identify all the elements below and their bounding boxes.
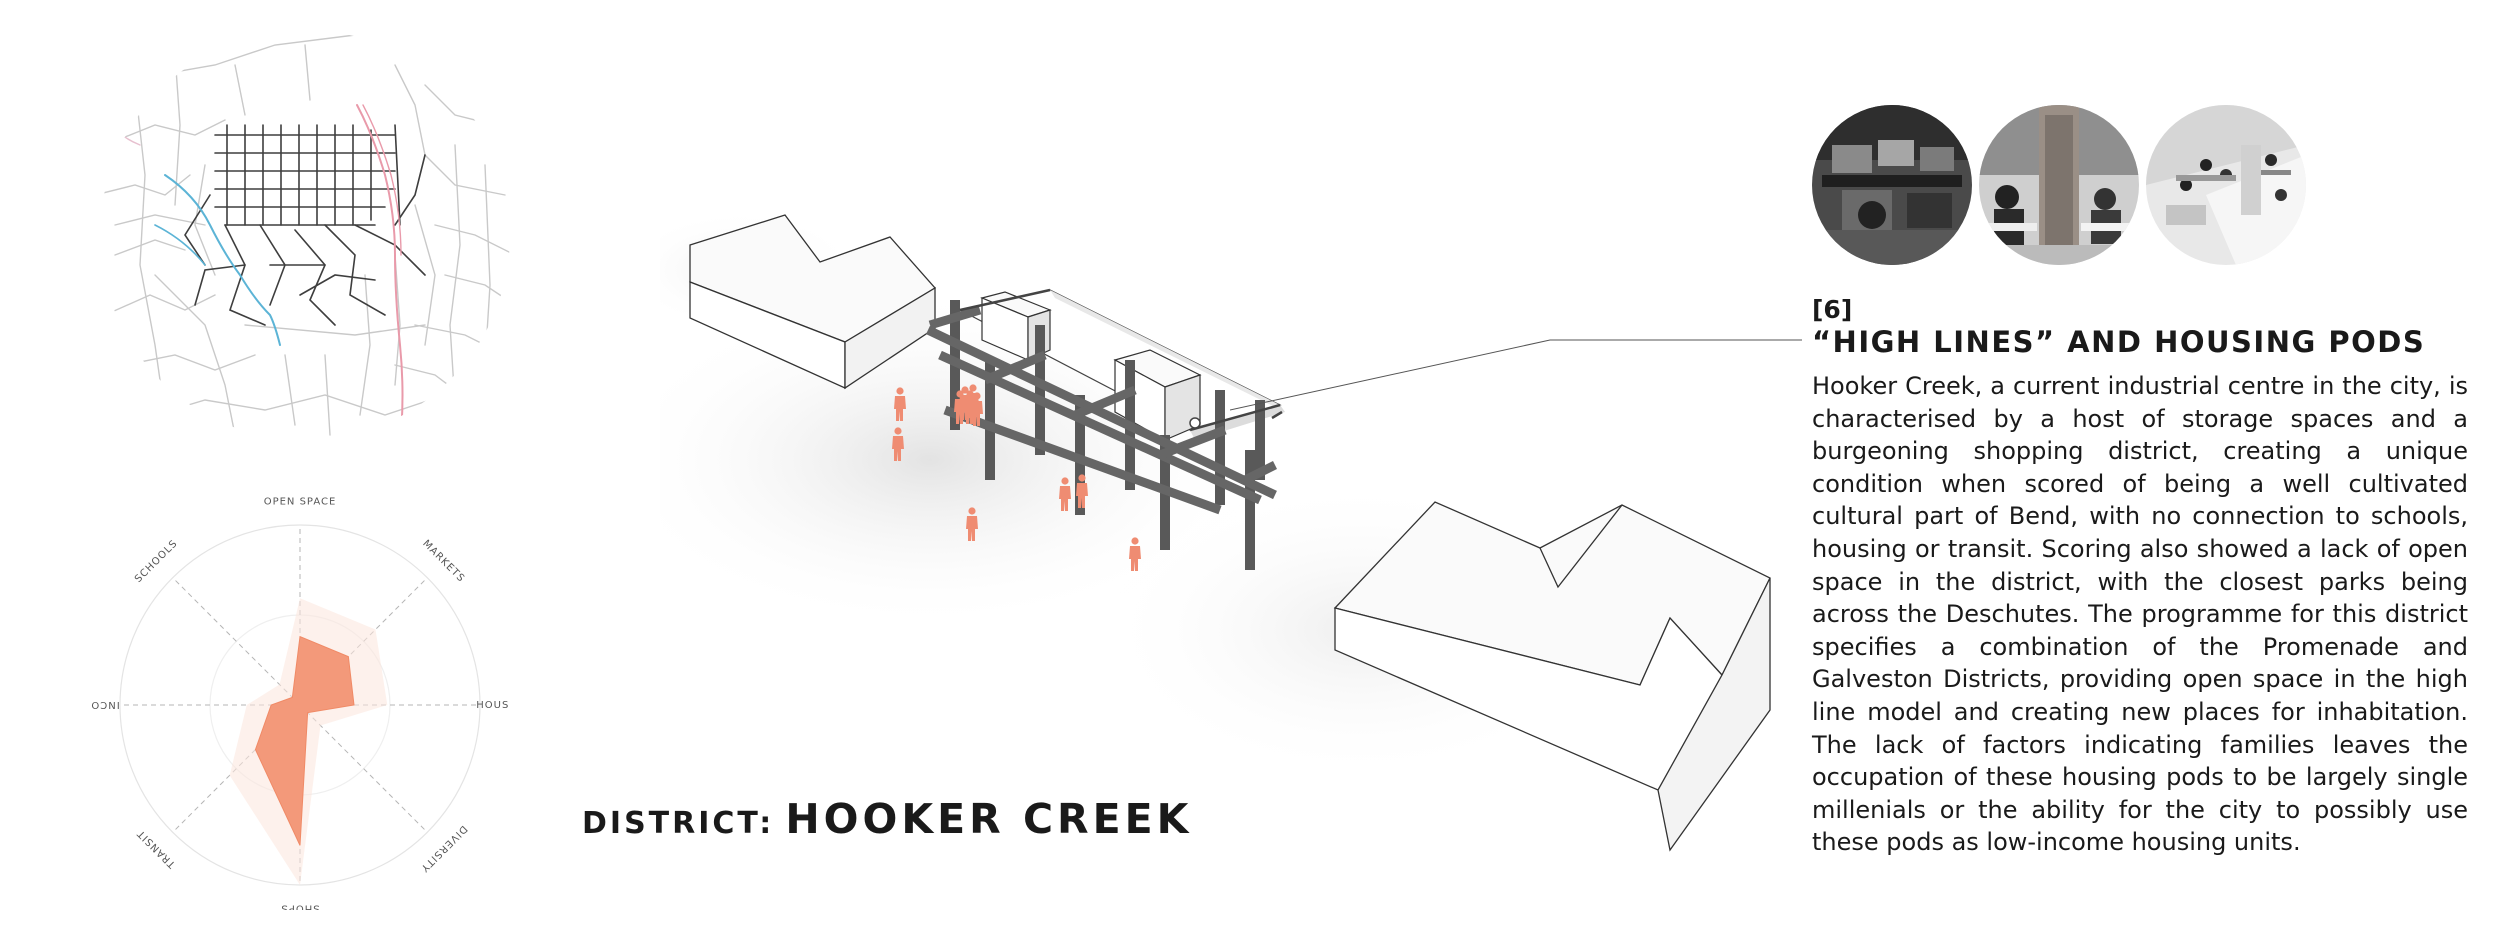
radar-axis-label: OPEN SPACE (264, 497, 337, 508)
person-figure-icon (1076, 474, 1088, 508)
person-figure-icon (966, 507, 978, 541)
person-figure-icon (1129, 537, 1141, 571)
section-body-text: Hooker Creek, a current industrial centr… (1812, 372, 2468, 857)
reference-photo-meeting-room (1979, 105, 2139, 265)
radar-axis-line (299, 704, 428, 833)
person-figure-icon (967, 384, 979, 418)
district-street-map (100, 34, 510, 440)
highway (356, 104, 404, 440)
section-number: [6] (1812, 295, 1853, 324)
radar-axis-label: SHOPS (280, 902, 319, 910)
person-figure-icon (1059, 477, 1071, 511)
river (164, 174, 281, 346)
district-roads (184, 154, 426, 326)
radar-score-area (254, 635, 355, 846)
radar-axis-label: TRANSIT (135, 827, 178, 870)
building-right (1333, 501, 1771, 852)
district-radar-chart: OPEN SPACEMARKETSHOUSINGDIVERSITYSHOPSTR… (90, 497, 510, 910)
district-title: DISTRICT: HOOKER CREEK (582, 795, 1192, 843)
section-title: “HIGH LINES” AND HOUSING PODS (1812, 325, 2426, 359)
radar-axis-label: HOUSING (476, 700, 510, 711)
reference-photo-open-office (2146, 105, 2306, 265)
outer-streets (100, 34, 510, 436)
reference-photos (1812, 105, 2312, 271)
district-title-name: HOOKER CREEK (785, 795, 1193, 843)
downtown-grid (214, 124, 401, 226)
district-title-prefix: DISTRICT: (582, 806, 775, 841)
radar-axis-label: INCOME (90, 699, 120, 710)
leader-line (1230, 339, 1802, 411)
reference-photo-control-room (1812, 105, 1972, 265)
person-figure-icon (892, 427, 904, 461)
axonometric-drawing (660, 210, 1771, 852)
highway-parallel (362, 104, 402, 256)
person-figure-icon-group (892, 384, 1141, 571)
river-branch (154, 224, 206, 266)
building-left (689, 214, 937, 390)
high-line-structure (926, 288, 1285, 570)
person-figure-icon (894, 387, 906, 421)
radar-axis-label: DIVERSITY (418, 823, 469, 874)
